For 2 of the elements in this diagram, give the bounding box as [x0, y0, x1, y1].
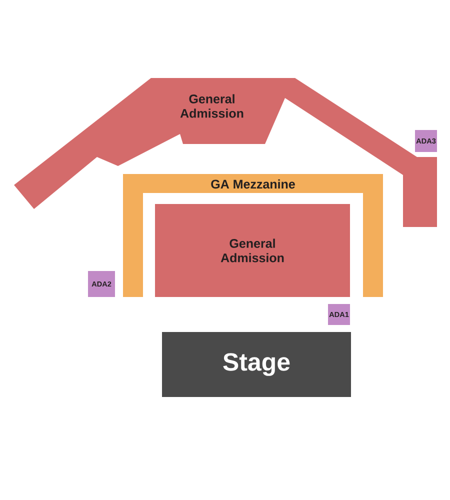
seating-section: General Admission [155, 204, 350, 297]
stage: Stage [162, 332, 351, 397]
